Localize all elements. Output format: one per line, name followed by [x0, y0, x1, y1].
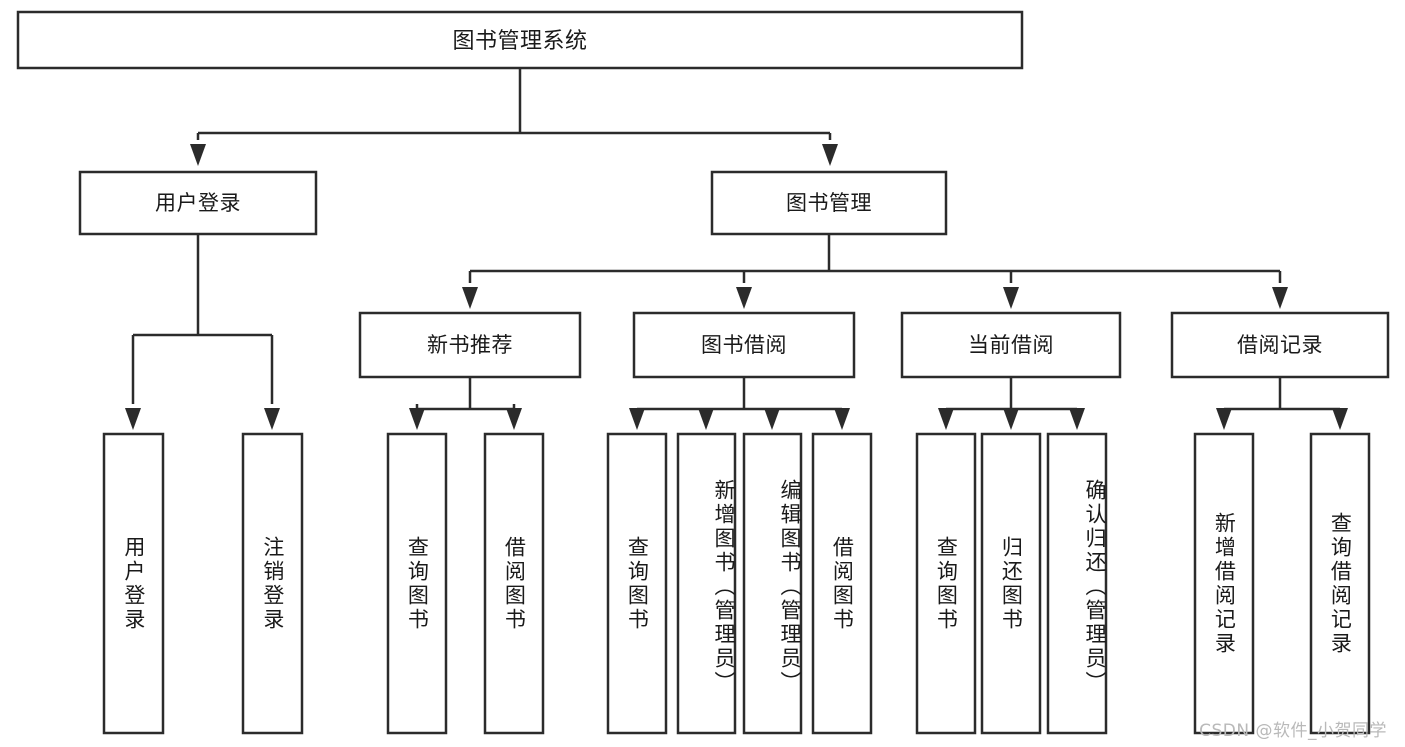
arrow-to-leaf-confirm-return-admin — [1069, 408, 1085, 430]
node-borrow-record-label: 借阅记录 — [1237, 333, 1323, 357]
node-borrow-record[interactable]: 借阅记录 — [1170, 311, 1390, 379]
node-new-book-recommend-box — [358, 311, 582, 379]
leaf-box-add-book-admin[interactable] — [676, 432, 737, 735]
node-current-borrow-label: 当前借阅 — [968, 333, 1054, 357]
arrow-to-book-management — [822, 144, 838, 166]
node-root-box — [16, 10, 1024, 70]
leaf-box-query-book-rec[interactable] — [386, 432, 448, 735]
arrow-to-leaf-query-book-borrow — [629, 408, 645, 430]
arrow-to-leaf-user-login — [125, 408, 141, 430]
arrow-to-leaf-edit-book-admin — [764, 408, 780, 430]
leaf-box-query-book-current[interactable] — [915, 432, 977, 735]
arrow-to-leaf-query-book-rec — [409, 408, 425, 430]
node-book-management-label: 图书管理 — [786, 191, 872, 215]
node-root-label: 图书管理系统 — [452, 29, 587, 54]
node-current-borrow-box — [900, 311, 1122, 379]
node-new-book-recommend[interactable]: 新书推荐 — [358, 311, 582, 379]
leaf-box-query-borrow-record[interactable] — [1309, 432, 1371, 735]
arrow-to-leaf-borrow-book-rec — [506, 408, 522, 430]
node-book-borrow-label: 图书借阅 — [701, 333, 787, 357]
leaf-box-query-book-borrow[interactable] — [606, 432, 668, 735]
node-user-login[interactable]: 用户登录 — [78, 170, 318, 236]
node-user-login-box — [78, 170, 318, 236]
arrow-to-leaf-add-borrow-record — [1216, 408, 1232, 430]
connector-user-login-to-leaves — [125, 234, 280, 430]
arrow-to-leaf-return-book — [1003, 408, 1019, 430]
arrow-to-leaf-query-book-current — [938, 408, 954, 430]
leaf-box-confirm-return-admin[interactable] — [1046, 432, 1108, 735]
arrow-to-leaf-query-borrow-record — [1332, 408, 1348, 430]
connector-book-management-to-level3 — [462, 234, 1288, 309]
arrow-to-new-book-recommend — [462, 287, 478, 309]
leaf-box-borrow-book[interactable] — [811, 432, 873, 735]
leaf-box-add-borrow-record[interactable] — [1193, 432, 1255, 735]
arrow-to-leaf-borrow-book — [834, 408, 850, 430]
arrow-to-book-borrow — [736, 287, 752, 309]
connector-new-book-recommend-to-leaves — [409, 377, 522, 430]
arrow-to-borrow-record — [1272, 287, 1288, 309]
arrow-to-leaf-add-book-admin — [698, 408, 714, 430]
connector-current-borrow-to-leaves — [938, 377, 1085, 430]
node-user-login-label: 用户登录 — [155, 191, 241, 215]
csdn-watermark: CSDN @软件_小贺同学 — [1199, 721, 1387, 741]
leaf-box-borrow-book-rec[interactable] — [483, 432, 545, 735]
leaf-box-logout[interactable] — [241, 432, 304, 735]
leaf-box-user-login[interactable] — [102, 432, 165, 735]
arrow-to-user-login — [190, 144, 206, 166]
leaf-box-edit-book-admin[interactable] — [742, 432, 803, 735]
connector-borrow-record-to-leaves — [1216, 377, 1348, 430]
leaf-box-return-book[interactable] — [980, 432, 1042, 735]
node-book-borrow[interactable]: 图书借阅 — [632, 311, 856, 379]
leaf-boxes — [102, 432, 1371, 735]
arrow-to-leaf-logout — [264, 408, 280, 430]
connector-root-to-level2 — [190, 68, 838, 166]
node-root[interactable]: 图书管理系统 — [16, 10, 1024, 70]
node-new-book-recommend-label: 新书推荐 — [427, 333, 513, 357]
arrow-to-current-borrow — [1003, 287, 1019, 309]
connector-book-borrow-to-leaves — [629, 377, 850, 430]
node-current-borrow[interactable]: 当前借阅 — [900, 311, 1122, 379]
node-book-management[interactable]: 图书管理 — [710, 170, 948, 236]
